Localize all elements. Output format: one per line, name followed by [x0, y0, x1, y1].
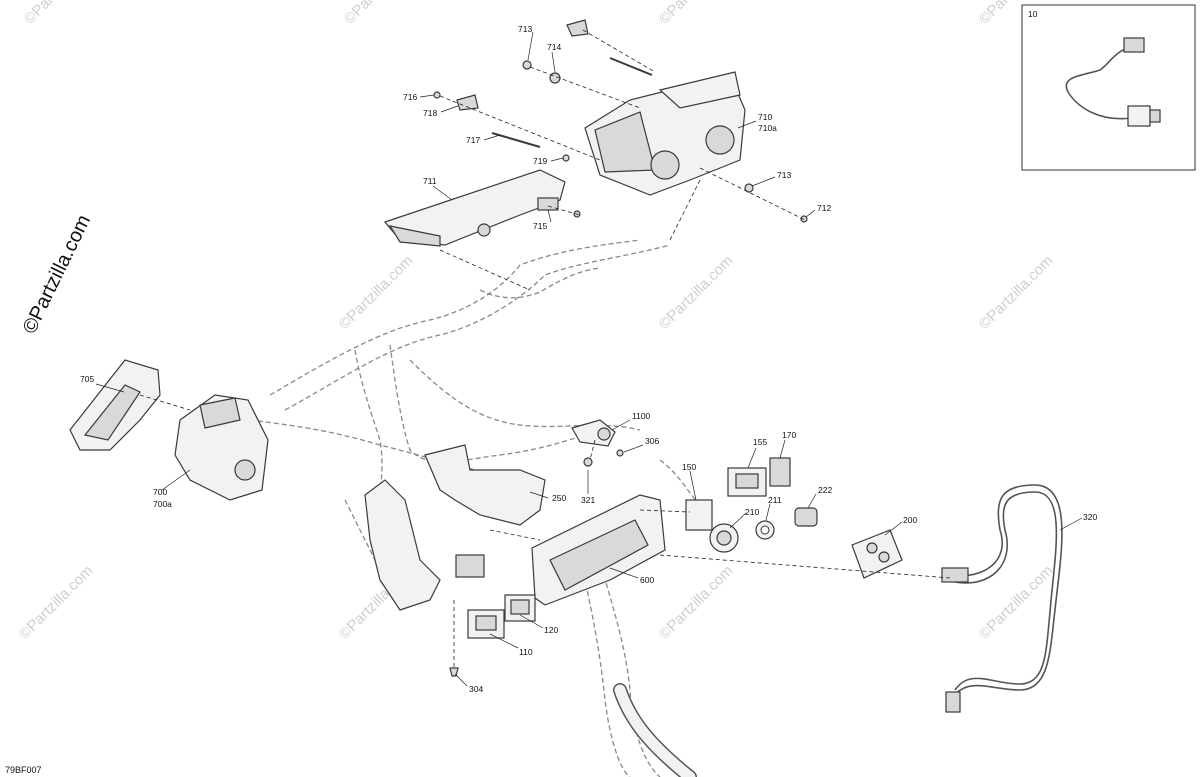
callout-label: 710a	[758, 123, 777, 133]
socket-1100	[571, 419, 616, 447]
callout-label: 200	[903, 515, 917, 525]
inset-number: 10	[1028, 9, 1038, 19]
light-bar	[383, 169, 566, 247]
side-panel	[364, 479, 485, 611]
callout-label: 600	[640, 575, 654, 585]
switch-150	[685, 499, 713, 531]
switch-120	[504, 594, 536, 622]
headlight-left	[174, 394, 269, 501]
callouts: 713 714 716 718 717 710 710a 719 711 715…	[80, 24, 1097, 694]
callout-label: 711	[423, 176, 437, 186]
callout-label: 712	[817, 203, 831, 213]
callout-label: 306	[645, 436, 659, 446]
callout-label: 714	[547, 42, 561, 52]
watermark: ©Partzilla.com	[656, 562, 737, 643]
harness-320	[941, 484, 1063, 713]
callout-label: 150	[682, 462, 696, 472]
watermark: ©Partzilla.com	[21, 0, 102, 28]
watermark: ©Partzilla.com	[976, 252, 1057, 333]
hardware	[433, 19, 808, 677]
switch-170	[769, 457, 791, 487]
connector-222	[794, 507, 818, 527]
callout-label: 700a	[153, 499, 172, 509]
callout-label: 710	[758, 112, 772, 122]
inset-box: 10	[1021, 4, 1196, 171]
callout-label: 713	[777, 170, 791, 180]
watermark: ©Partzilla.com	[656, 0, 737, 28]
callout-label: 718	[423, 108, 437, 118]
watermark: ©Partzilla.com	[976, 562, 1057, 643]
switch-155	[727, 467, 767, 497]
callout-label: 210	[745, 507, 759, 517]
watermark: ©Partzilla.com	[341, 0, 422, 28]
callout-label: 155	[753, 437, 767, 447]
callout-label: 110	[519, 647, 533, 657]
callout-label: 719	[533, 156, 547, 166]
callout-label: 1100	[632, 411, 651, 421]
callout-label: 700	[153, 487, 167, 497]
brand-label: ©Partzilla.com	[19, 211, 95, 337]
callout-label: 321	[581, 495, 595, 505]
callout-label: 211	[768, 495, 782, 505]
callout-label: 320	[1083, 512, 1097, 522]
callout-label: 170	[782, 430, 796, 440]
callout-label: 120	[544, 625, 558, 635]
explode-lines	[139, 29, 951, 668]
diagram-code: 79BF007	[5, 765, 42, 775]
switch-110	[467, 609, 505, 639]
callout-label: 705	[80, 374, 94, 384]
knob-210	[709, 523, 739, 553]
instrument-cluster	[531, 494, 666, 606]
callout-leaders	[95, 31, 1083, 687]
callout-label: 222	[818, 485, 832, 495]
callout-label: 715	[533, 221, 547, 231]
callout-label: 304	[469, 684, 483, 694]
ring-211	[755, 520, 775, 540]
watermark: ©Partzilla.com	[336, 252, 417, 333]
watermark: ©Partzilla.com	[656, 252, 737, 333]
callout-label: 716	[403, 92, 417, 102]
mount-bracket	[424, 444, 546, 526]
control-pad-200	[851, 529, 903, 579]
watermark: ©Partzilla.com	[16, 562, 97, 643]
callout-label: 717	[466, 135, 480, 145]
light-housing	[69, 359, 161, 451]
callout-label: 250	[552, 493, 566, 503]
headlight-right	[584, 71, 746, 196]
callout-label: 713	[518, 24, 532, 34]
